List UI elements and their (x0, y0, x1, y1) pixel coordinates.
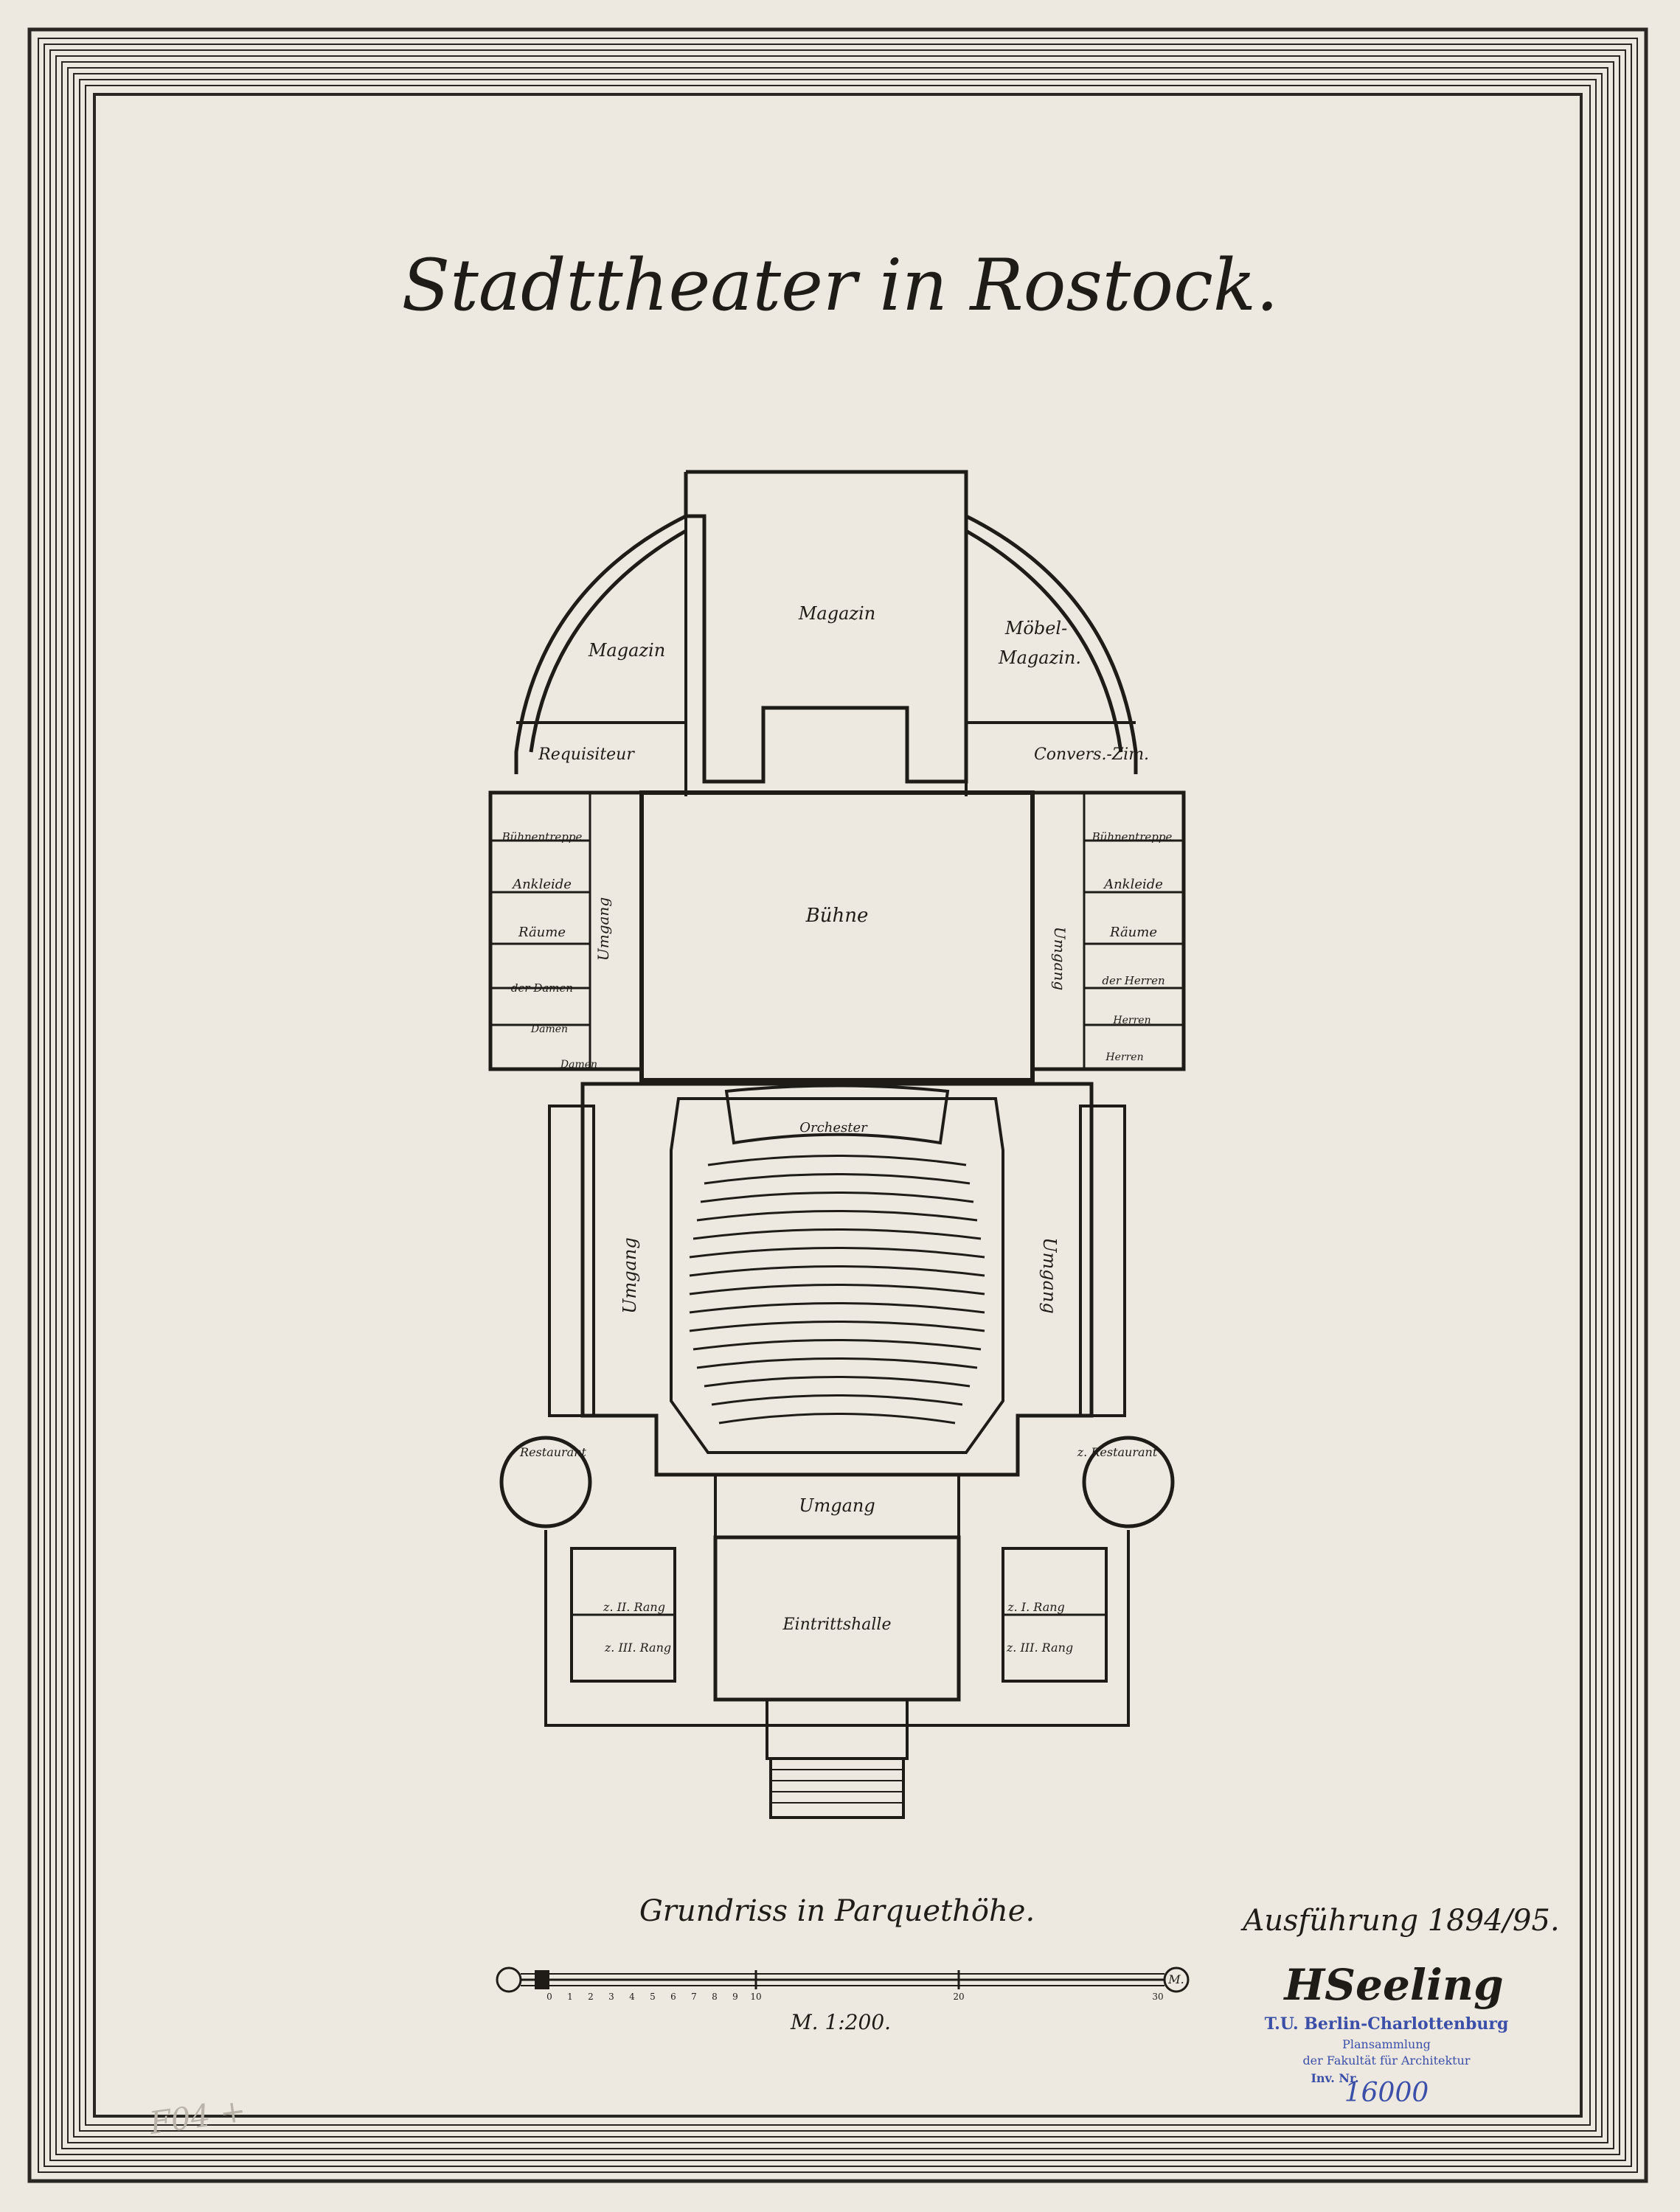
scale-tick: 2 (588, 1992, 594, 2002)
scale-tick: 5 (650, 1992, 656, 2002)
stair-tower-left (499, 1436, 592, 1528)
label-rang-right-2: z. III. Rang (1006, 1641, 1073, 1655)
scale-tick: 4 (629, 1992, 635, 2002)
label-restaurant-right: z. Restaurant (1077, 1445, 1158, 1459)
label-convers: Convers.-Zim. (1034, 745, 1149, 764)
label-moebel-1: Möbel- (1004, 618, 1067, 639)
label-umgang-front: Umgang (799, 1495, 875, 1516)
rear-wall (684, 470, 968, 784)
stage (639, 790, 1035, 1082)
stamp-line-3: der Fakultät für Architektur (1302, 2053, 1470, 2067)
scale-tick: 30 (1152, 1992, 1163, 2002)
label-ankleide-left: Ankleide (511, 877, 572, 892)
scale-ticks: 0 1 2 3 4 5 6 7 8 9 10 20 30 (546, 1992, 1163, 2002)
left-corridor (548, 1105, 595, 1417)
stamp-line-4: Inv. Nr. (1311, 2071, 1358, 2085)
inventory-number: 16000 (1344, 2078, 1429, 2108)
label-requisiteur: Requisiteur (538, 745, 635, 764)
apse-left-inner (529, 529, 687, 753)
label-raeume-left: Räume (518, 925, 566, 940)
label-magazin-center: Magazin (798, 603, 875, 624)
execution-date: Ausführung 1894/95. (1240, 1904, 1559, 1938)
label-umgang-stage-right: Umgang (1051, 927, 1069, 990)
entrance-steps (769, 1757, 905, 1819)
collection-stamp: T.U. Berlin-Charlottenburg Plansammlung … (1265, 2014, 1509, 2108)
room-labels: Magazin Magazin Möbel- Magazin. Requisit… (501, 603, 1173, 1655)
label-herren-1: Herren (1112, 1015, 1150, 1026)
stamp-line-2: Plansammlung (1342, 2037, 1431, 2051)
scale-tick: 7 (691, 1992, 697, 2002)
floor-plan (488, 470, 1186, 1819)
scale-tick: 8 (712, 1992, 718, 2002)
label-restaurant-left: Restaurant (519, 1445, 586, 1459)
stamp-line-1: T.U. Berlin-Charlottenburg (1265, 2014, 1509, 2034)
plan-subtitle: Grundriss in Parquethöhe. (639, 1894, 1035, 1928)
label-ankleide-right: Ankleide (1103, 877, 1163, 892)
scale-tick: 0 (546, 1992, 552, 2002)
sheet-title: Stadttheater in Rostock. (401, 244, 1278, 327)
decorative-border (27, 27, 1648, 2183)
label-moebel-2: Magazin. (998, 647, 1081, 668)
scale-tick: 10 (750, 1992, 761, 2002)
label-damen-1: Damen (530, 1023, 568, 1035)
label-magazin-left: Magazin (588, 640, 665, 661)
label-buehne: Bühne (805, 905, 869, 927)
architect-signature: HSeeling (1282, 1960, 1503, 2010)
auditorium-outer (580, 1082, 1094, 1477)
seating-rows (689, 1155, 985, 1425)
stair-tower-right (1082, 1436, 1175, 1528)
label-rang-left-2: z. III. Rang (604, 1641, 671, 1655)
label-buehnentreppe-right: Bühnentreppe (1091, 830, 1173, 844)
apse-left-wall (514, 514, 687, 774)
label-raeume-right: Räume (1109, 925, 1157, 940)
orchestra-pit (724, 1084, 950, 1145)
scale-tick: 3 (608, 1992, 614, 2002)
scale-tick: 1 (567, 1992, 573, 2002)
label-buehnentreppe-left: Bühnentreppe (501, 830, 583, 844)
label-rang-left-1: z. II. Rang (603, 1600, 665, 1614)
label-orchester: Orchester (799, 1120, 868, 1135)
label-der-herren: der Herren (1102, 974, 1164, 987)
apse-right-wall (965, 514, 1138, 774)
scale-bar (496, 1966, 1190, 1993)
label-umgang-stage-left: Umgang (594, 897, 612, 961)
scale-unit: M. (1167, 1972, 1184, 1986)
scale-label: M. 1:200. (790, 2010, 891, 2034)
scale-tick: 9 (732, 1992, 738, 2002)
scale-tick: 20 (953, 1992, 964, 2002)
label-umgang-right: Umgang (1039, 1237, 1060, 1313)
label-eintrittshalle: Eintrittshalle (782, 1615, 891, 1634)
label-umgang-left: Umgang (619, 1237, 640, 1313)
scale-tick: 6 (670, 1992, 676, 2002)
apse-right-inner (965, 529, 1123, 753)
auditorium-inner (670, 1097, 1004, 1454)
label-rang-right-1: z. I. Rang (1007, 1600, 1065, 1614)
right-corridor (1079, 1105, 1126, 1417)
label-herren-2: Herren (1105, 1051, 1143, 1063)
front-building-outline (544, 1530, 1130, 1727)
label-damen-2: Damen (560, 1059, 597, 1071)
label-der-damen: der Damen (511, 981, 573, 995)
